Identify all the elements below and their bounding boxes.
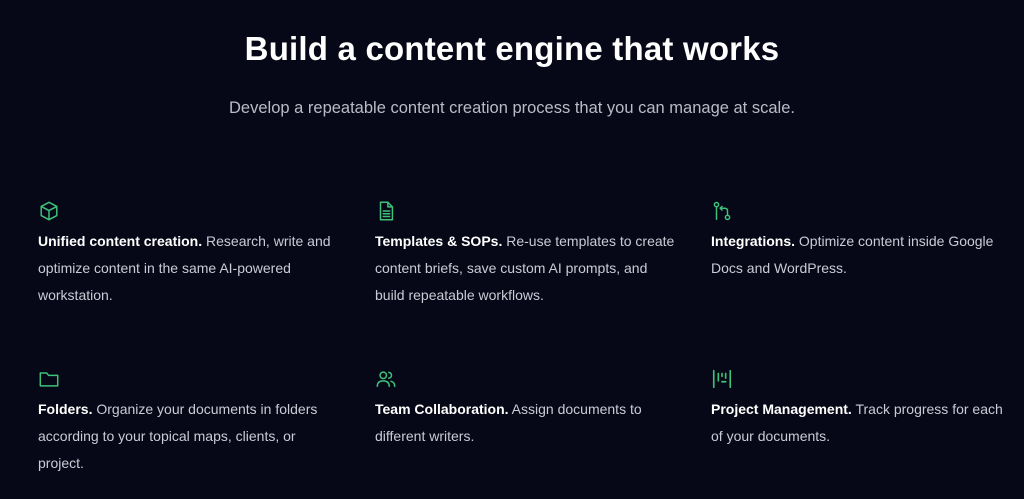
feature-description: Research, write and optimize content in … bbox=[38, 233, 331, 303]
feature-title: Folders. bbox=[38, 401, 93, 417]
feature-description: Organize your documents in folders accor… bbox=[38, 401, 318, 471]
feature-title: Unified content creation. bbox=[38, 233, 203, 249]
page-title: Build a content engine that works bbox=[244, 30, 780, 67]
feature-title: Team Collaboration. bbox=[375, 401, 509, 417]
git-branch-icon bbox=[711, 200, 733, 222]
folder-icon bbox=[38, 368, 60, 390]
feature-description: Assign documents to different writers. bbox=[375, 401, 642, 444]
feature-templates-sops: Templates & SOPs. Re-use templates to cr… bbox=[375, 200, 675, 309]
feature-team-collaboration: Team Collaboration. Assign documents to … bbox=[375, 368, 675, 450]
feature-title: Templates & SOPs. bbox=[375, 233, 503, 249]
feature-title: Integrations. bbox=[711, 233, 796, 249]
kanban-icon bbox=[711, 368, 733, 390]
feature-unified-content-creation: Unified content creation. Research, writ… bbox=[38, 200, 338, 309]
cube-icon bbox=[38, 200, 60, 222]
feature-title: Project Management. bbox=[711, 401, 852, 417]
users-icon bbox=[375, 368, 397, 390]
page-subtitle: Develop a repeatable content creation pr… bbox=[229, 99, 795, 117]
feature-integrations: Integrations. Optimize content inside Go… bbox=[711, 200, 1011, 282]
feature-folders: Folders. Organize your documents in fold… bbox=[38, 368, 338, 477]
feature-project-management: Project Management. Track progress for e… bbox=[711, 368, 1011, 450]
feature-description: Track progress for each of your document… bbox=[711, 401, 1003, 444]
document-icon bbox=[375, 200, 397, 222]
feature-description: Optimize content inside Google Docs and … bbox=[711, 233, 994, 276]
feature-description: Re-use templates to create content brief… bbox=[375, 233, 675, 303]
